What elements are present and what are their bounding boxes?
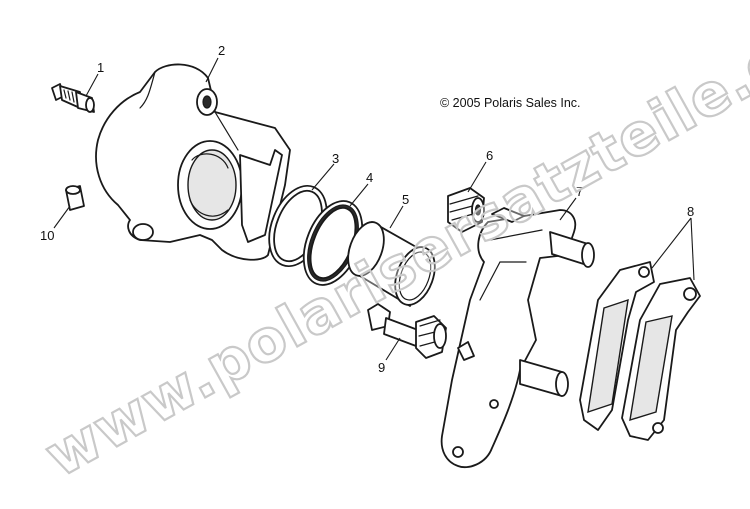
part-pin-boot [447,187,485,233]
callout-10: 10 [40,228,54,243]
callout-5: 5 [402,192,409,207]
copyright-text: © 2005 Polaris Sales Inc. [440,96,581,110]
callout-7: 7 [576,184,583,199]
leader-lines [53,57,695,361]
part-caliper-body [95,63,291,261]
callout-3: 3 [332,151,339,166]
part-caliper-bracket [440,207,595,469]
part-piston [347,221,436,307]
part-dust-seal [302,200,364,286]
callout-8: 8 [687,204,694,219]
callout-4: 4 [366,170,373,185]
part-bushing [65,185,85,211]
callout-9: 9 [378,360,385,375]
part-brake-pads [579,261,701,441]
callout-2: 2 [218,43,225,58]
callout-1: 1 [97,60,104,75]
callout-6: 6 [486,148,493,163]
part-slide-pin [367,303,447,359]
part-bleeder-screw [51,83,95,113]
